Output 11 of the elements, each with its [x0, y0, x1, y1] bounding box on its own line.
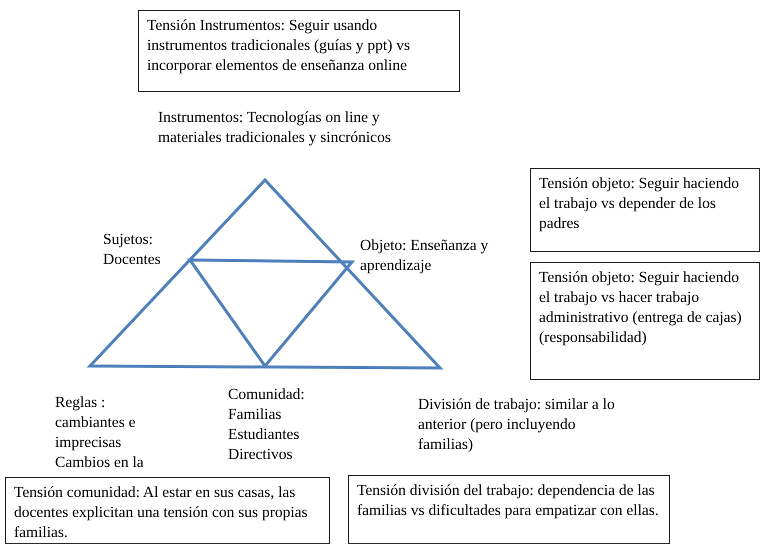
- vertex-label: Reglas : cambiantes e imprecisas Cambios en la: [55, 393, 145, 473]
- tension-note-box: Tensión Instrumentos: Seguir usando instrumentos tradicionales (guías y ppt) vs incorporar elementos de enseñanza online: [138, 10, 460, 92]
- vertex-label: Comunidad: Familias Estudiantes Directivos: [228, 385, 306, 465]
- vertex-label: Objeto: Enseñanza y aprendizaje: [360, 236, 490, 276]
- tension-note-box: Tensión división del trabajo: dependencia de las familias vs dificultades para empatizar con ellas.: [348, 475, 670, 544]
- vertex-label: División de trabajo: similar a lo anterior (pero incluyendo familias): [418, 395, 616, 455]
- tension-note-box: Tensión comunidad: Al estar en sus casas, las docentes explicitan una tensión con sus propias familias.: [5, 477, 330, 544]
- tension-note-box: Tensión objeto: Seguir haciendo el trabajo vs hacer trabajo administrativo (entrega de cajas) (responsabilidad): [530, 262, 760, 380]
- vertex-label: Sujetos: Docentes: [103, 230, 162, 270]
- vertex-label: Instrumentos: Tecnologías on line y materiales tradicionales y sincrónicos: [158, 108, 392, 148]
- tension-note-box: Tensión objeto: Seguir haciendo el trabajo vs depender de los padres: [530, 168, 760, 252]
